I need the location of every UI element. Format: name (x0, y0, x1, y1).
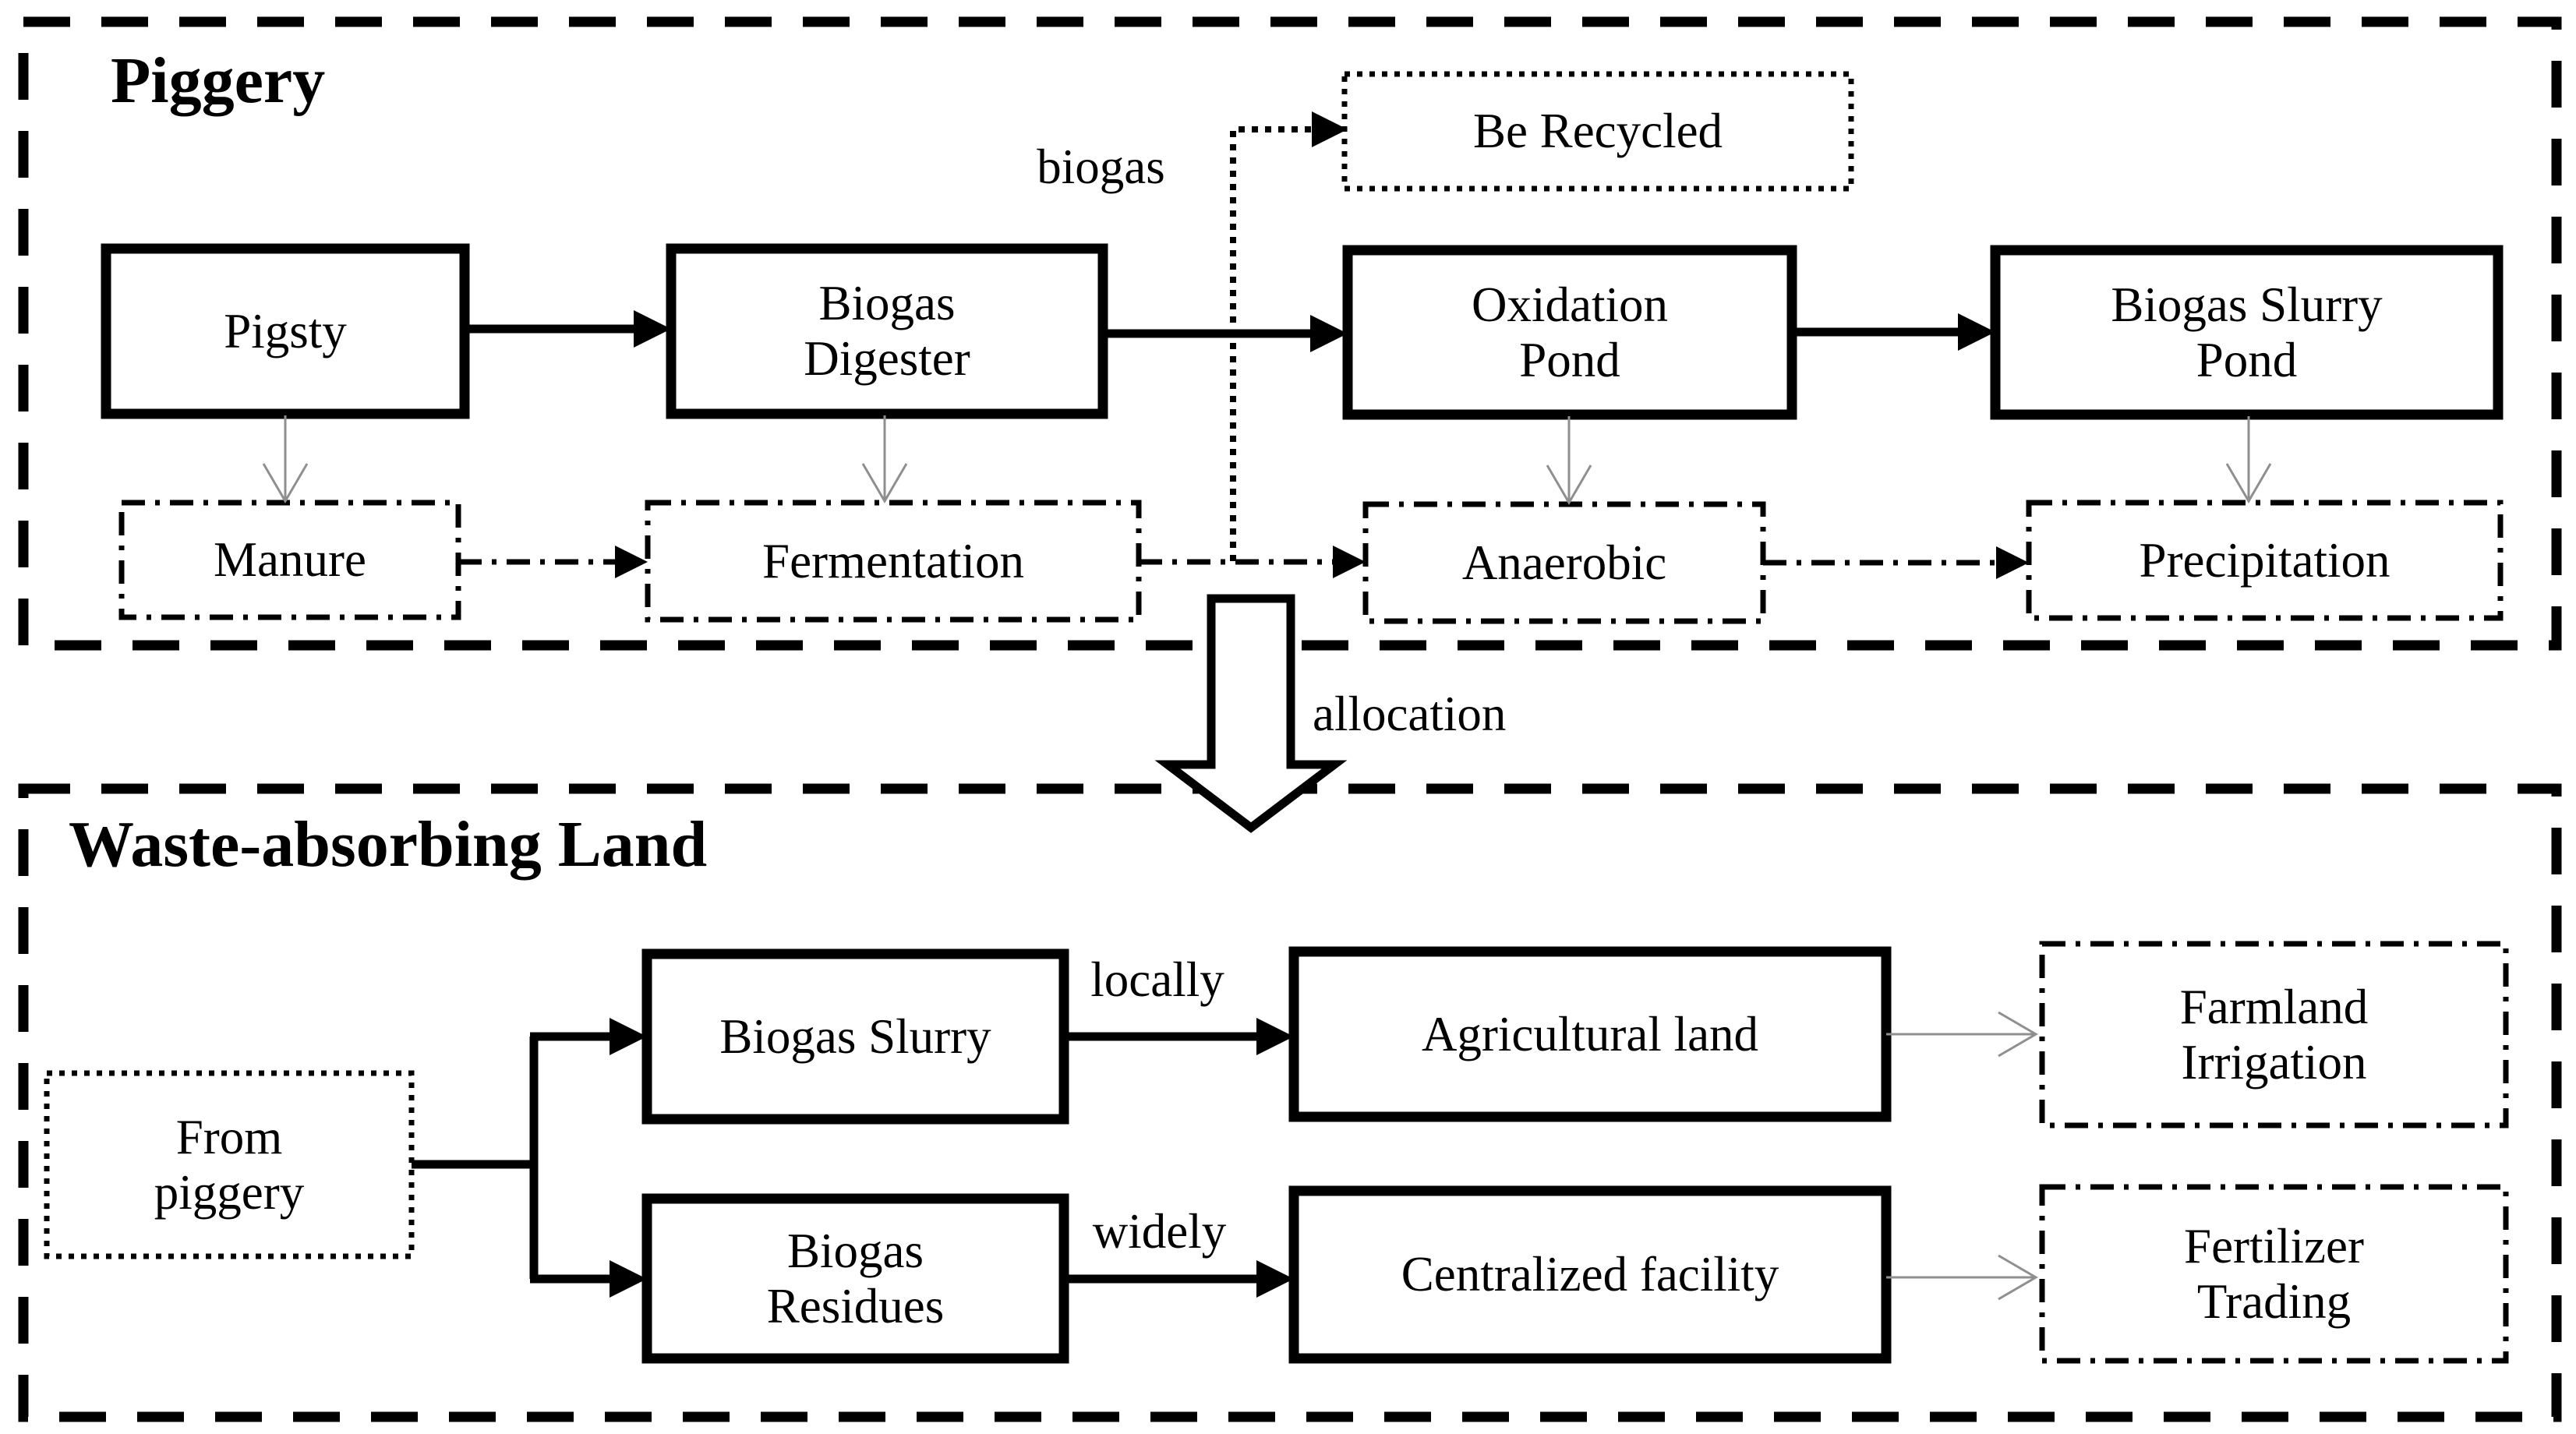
fermentation-label: Fermentation (762, 533, 1024, 588)
farmland-irrigation-label: Farmland Irrigation (2179, 979, 2369, 1090)
allocation-label: allocation (1313, 686, 1507, 741)
be-recycled-label: Be Recycled (1472, 104, 1723, 159)
dashdot-arrow-anaerobic-to-precipitation (1763, 546, 2029, 579)
dashdot-arrow-fermentation-to-anaerobic (1139, 546, 1366, 578)
arrow-oxidation-to-slurry-pond (1792, 313, 1995, 351)
locally-label: locally (1090, 952, 1224, 1007)
arrow-pigsty-to-digester (465, 310, 671, 348)
anaerobic-box (1362, 501, 1766, 624)
precipitation-box (2026, 500, 2504, 621)
biogas-slurry-label: Biogas Slurry (719, 1008, 991, 1064)
oxidation-pond-box (1342, 245, 1797, 420)
waste-land-section-title: Waste-absorbing Land (69, 808, 708, 881)
gray-arrow-pigsty-to-manure (262, 415, 309, 503)
oxidation-pond-label: Oxidation Pond (1472, 277, 1668, 387)
dashdot-arrow-manure-to-fermentation (458, 546, 648, 578)
gray-arrow-to-farmland-irrigation (1886, 1011, 2038, 1058)
manure-label: Manure (214, 532, 366, 588)
arrow-digester-to-oxidation (1103, 315, 1348, 352)
biogas-dotted-arrow (1230, 111, 1348, 561)
be-recycled-box (1341, 71, 1854, 192)
centralized-facility-label: Centralized facility (1401, 1247, 1779, 1302)
arrow-residues-to-centralized-facility (1064, 1260, 1294, 1298)
gray-arrow-to-fertilizer-trading (1886, 1254, 2038, 1301)
arrow-slurry-to-agricultural-land (1064, 1018, 1294, 1055)
biogas-slurry-pond-box (1990, 245, 2504, 420)
precipitation-label: Precipitation (2139, 532, 2390, 588)
gray-right-arrows (1886, 1011, 2038, 1301)
biogas-slurry-pond-label: Biogas Slurry Pond (2111, 277, 2383, 387)
widely-label: widely (1092, 1203, 1227, 1259)
from-piggery-branch (412, 1018, 647, 1298)
biogas-flow-label: biogas (1037, 139, 1165, 194)
agricultural-land-box (1288, 946, 1892, 1122)
from-piggery-box (44, 1070, 415, 1259)
biogas-digester-label: Biogas Digester (804, 276, 970, 386)
arrow-branch-to-biogas-residues (530, 1260, 647, 1298)
fertilizer-trading-label: Fertilizer Trading (2184, 1218, 2364, 1329)
biogas-residues-label: Biogas Residues (766, 1223, 945, 1333)
manure-box (118, 500, 461, 620)
piggery-section-title: Piggery (111, 44, 326, 117)
gray-down-arrows (262, 415, 2272, 505)
pigsty-label: Pigsty (224, 303, 347, 358)
allocation-block-arrow (1154, 594, 1348, 833)
biogas-residues-box (641, 1193, 1069, 1364)
from-piggery-label: From piggery (154, 1109, 305, 1220)
piggery-section-border (18, 16, 2562, 651)
gray-arrow-slurry-pond-to-precipitation (2225, 416, 2272, 503)
anaerobic-label: Anaerobic (1461, 535, 1667, 590)
arrow-branch-to-biogas-slurry (530, 1018, 647, 1055)
gray-arrow-digester-to-fermentation (861, 415, 908, 503)
fertilizer-trading-box (2039, 1184, 2509, 1364)
gray-arrow-oxidation-to-anaerobic (1546, 416, 1592, 505)
agricultural-land-label: Agricultural land (1421, 1006, 1759, 1061)
farmland-irrigation-box (2039, 941, 2509, 1128)
centralized-facility-box (1288, 1185, 1892, 1364)
